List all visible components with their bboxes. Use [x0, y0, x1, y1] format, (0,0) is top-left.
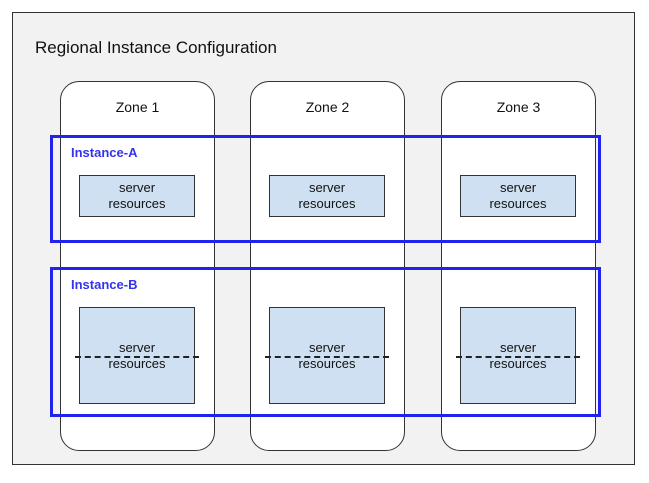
server-resources-line-2: resources: [108, 196, 166, 211]
server-resources-line-1: server: [118, 339, 156, 355]
split-divider-line: [265, 355, 389, 358]
server-resources-line-2: resources: [489, 355, 547, 371]
instance-label: Instance-B: [71, 277, 138, 292]
server-resources-box: server resources: [75, 307, 199, 404]
zone-label: Zone 1: [115, 99, 160, 115]
server-resources-line-1: server: [499, 180, 537, 195]
zone-label: Zone 3: [496, 99, 541, 115]
server-resources-line-1: server: [118, 180, 156, 195]
server-resources-line-2: resources: [489, 196, 547, 211]
server-resources-line-2: resources: [298, 196, 356, 211]
server-resources-box: server resources: [265, 307, 389, 404]
server-resources-line-1: server: [499, 339, 537, 355]
split-divider-line: [75, 355, 199, 358]
instance-band-a: Instance-A: [50, 135, 601, 243]
split-divider-line: [456, 355, 580, 358]
region-title: Regional Instance Configuration: [35, 38, 277, 57]
server-resources-box: server resources: [269, 175, 385, 217]
zone-label: Zone 2: [305, 99, 350, 115]
server-resources-line-1: server: [308, 339, 346, 355]
server-resources-box: server resources: [79, 175, 195, 217]
region-container: Regional Instance Configuration Zone 1 Z…: [12, 12, 635, 465]
server-resources-box: server resources: [456, 307, 580, 404]
server-resources-line-2: resources: [108, 355, 166, 371]
server-resources-line-2: resources: [298, 355, 356, 371]
server-resources-box: server resources: [460, 175, 576, 217]
server-resources-line-1: server: [308, 180, 346, 195]
instance-label: Instance-A: [71, 145, 138, 160]
instance-band-b: Instance-B: [50, 267, 601, 417]
